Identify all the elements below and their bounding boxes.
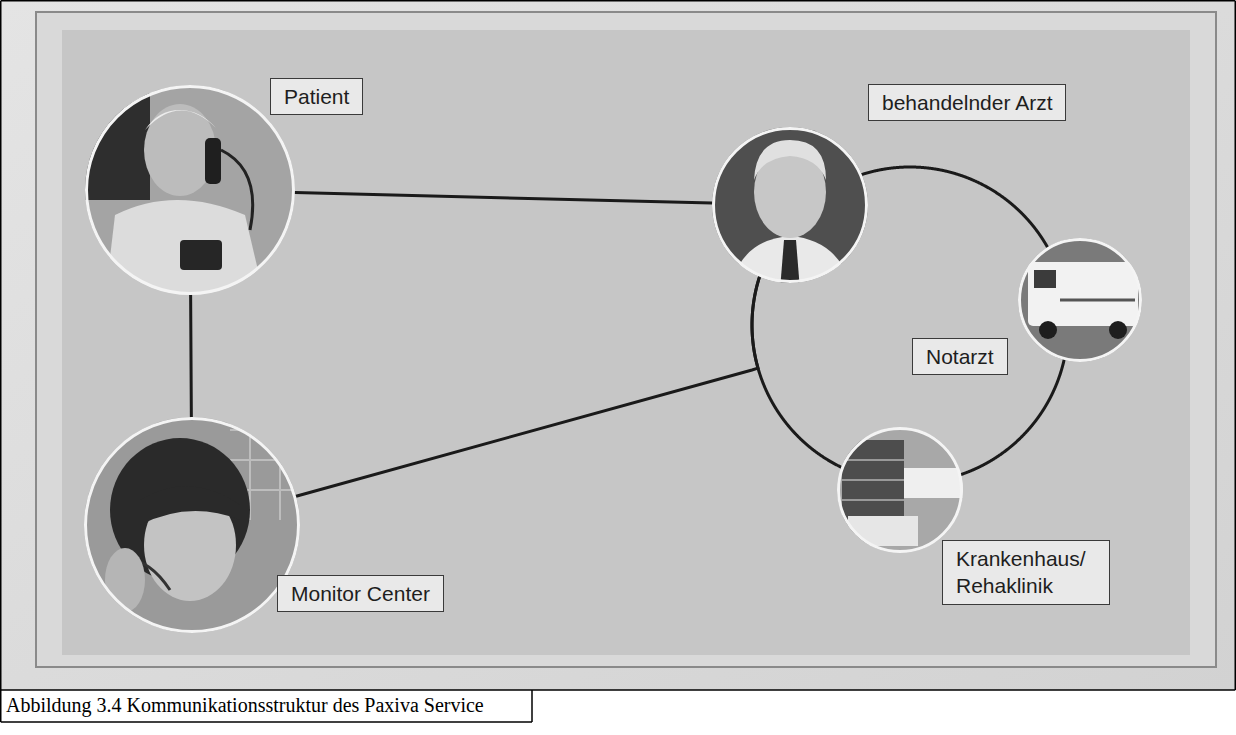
table-line [0,1,2,722]
photo-node: Notarzt [1018,238,1142,362]
name-box: Krankenhaus/ Rehaklinik [942,540,1110,605]
operator-photo [80,415,305,640]
node-name: Monitor Center [291,580,430,607]
page-frame [36,12,1216,667]
photo-node: Monitor Center [84,417,300,633]
photo-node: behandelnder Arzt [712,127,868,283]
connector-line [295,193,712,203]
patient-photo [80,80,300,300]
connector-line [296,277,759,496]
name-box: Patient [270,78,363,115]
table-line [531,690,533,722]
table-line [1,689,1236,691]
photo-circle-border [1020,240,1141,361]
photo-circle-outline [837,427,963,553]
doctor-photo [705,120,875,290]
photo-circle-outline [712,127,868,283]
connector-line [862,167,1047,247]
name-box: behandelnder Arzt [868,84,1066,121]
photo-circle-border [86,419,299,632]
name-box: Monitor Center [277,575,444,612]
photo-circle-border [87,87,294,294]
photo-circle-border [714,129,867,282]
photo-ground [1,1,1235,690]
photo-node: Patient [85,85,295,295]
photo-node: Krankenhaus/ Rehaklinik [837,427,963,553]
node-name: Notarzt [926,343,994,370]
photo-circle-border [839,429,962,552]
ambulance-photo [1015,235,1145,365]
figure-caption: Abbildung 3.4 Kommunikationsstruktur des… [6,694,484,717]
connector-line [189,295,193,417]
photo-circle-outline [84,417,300,633]
node-name: behandelnder Arzt [882,89,1052,116]
table-line [1,721,532,723]
name-box: Notarzt [912,338,1008,375]
table-line [1235,1,1236,690]
connector-line [752,277,841,467]
table-line [1,0,1236,2]
hospital-photo [835,425,968,555]
node-name: Krankenhaus/ Rehaklinik [956,545,1096,600]
node-name: Patient [284,83,349,110]
photo-circle-outline [1018,238,1142,362]
connector-line [961,360,1064,474]
photo-circle-outline [85,85,295,295]
diagram-panel [62,30,1190,655]
